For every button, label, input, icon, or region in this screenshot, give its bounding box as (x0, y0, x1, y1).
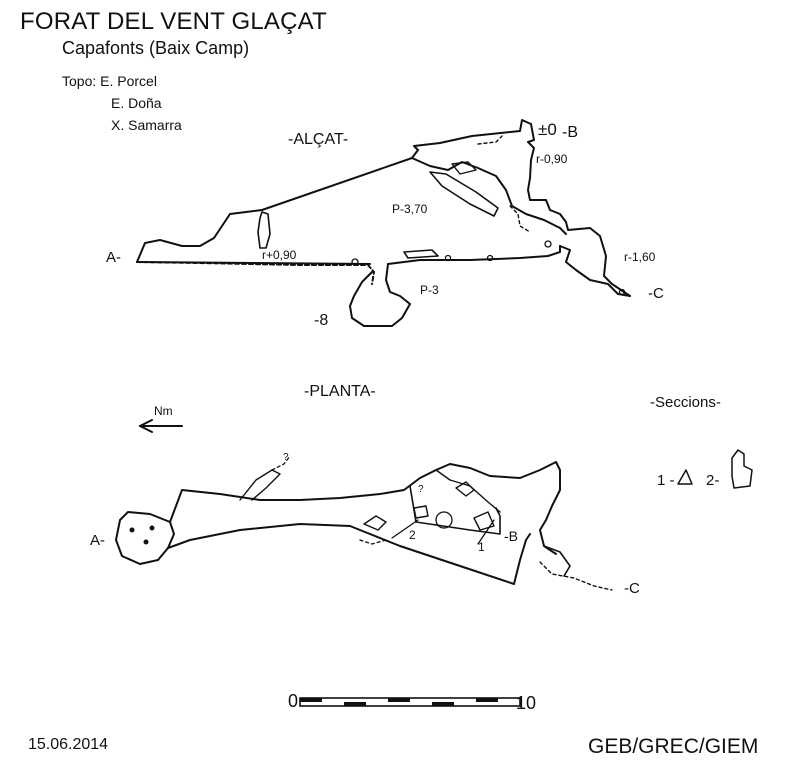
marker-minus-8: -8 (314, 312, 329, 329)
survey-date: 15.06.2014 (28, 736, 109, 753)
survey-title: FORAT DEL VENT GLAÇAT (20, 8, 327, 35)
plan-section-number: 1 (478, 540, 485, 554)
marker-c-elevation: -C (648, 285, 664, 302)
scale-bar (299, 697, 521, 707)
topo-credits: Topo: E. Porcel E. Doña X. Samarra (62, 70, 182, 136)
north-arrow-icon (139, 419, 183, 433)
scale-end: 10 (516, 693, 537, 713)
marker-a-elevation: A- (106, 249, 121, 266)
north-label: Nm (154, 404, 173, 418)
annotation-p-370: P-3,70 (392, 202, 428, 216)
scale-start: 0 (288, 691, 299, 711)
marker-a-plan: A- (90, 532, 105, 549)
topo-author: X. Samarra (111, 117, 182, 133)
plan-question-mark: ? (418, 484, 424, 495)
topo-author: E. Doña (111, 95, 162, 111)
annotation-r-minus-160: r-1,60 (624, 250, 656, 264)
annotation-p-3: P-3 (420, 283, 439, 297)
plan-heading: -PLANTA- (304, 383, 376, 400)
sections-heading: -Seccions- (650, 394, 721, 411)
topo-label: Topo: E. Porcel (62, 73, 157, 89)
plan-section-number: 2 (409, 528, 416, 542)
annotation-r-minus-090: r-0,90 (536, 152, 568, 166)
elevation-profile (136, 119, 631, 327)
survey-location: Capafonts (Baix Camp) (62, 38, 250, 58)
section-2-label: 2- (706, 472, 720, 489)
annotation-r-plus-090: r+0,90 (262, 248, 297, 262)
marker-zero: ±0 (538, 120, 557, 139)
marker-b-plan: -B (504, 528, 518, 544)
marker-c-plan: -C (624, 580, 640, 597)
cross-sections (677, 449, 753, 489)
marker-b-elevation: -B (562, 124, 578, 141)
plan-view (115, 455, 613, 591)
section-1-label: 1 - (657, 472, 675, 489)
survey-organizations: GEB/GREC/GIEM (588, 735, 759, 758)
plan-question-mark: ? (283, 452, 289, 463)
elevation-heading: -ALÇAT- (288, 131, 349, 148)
